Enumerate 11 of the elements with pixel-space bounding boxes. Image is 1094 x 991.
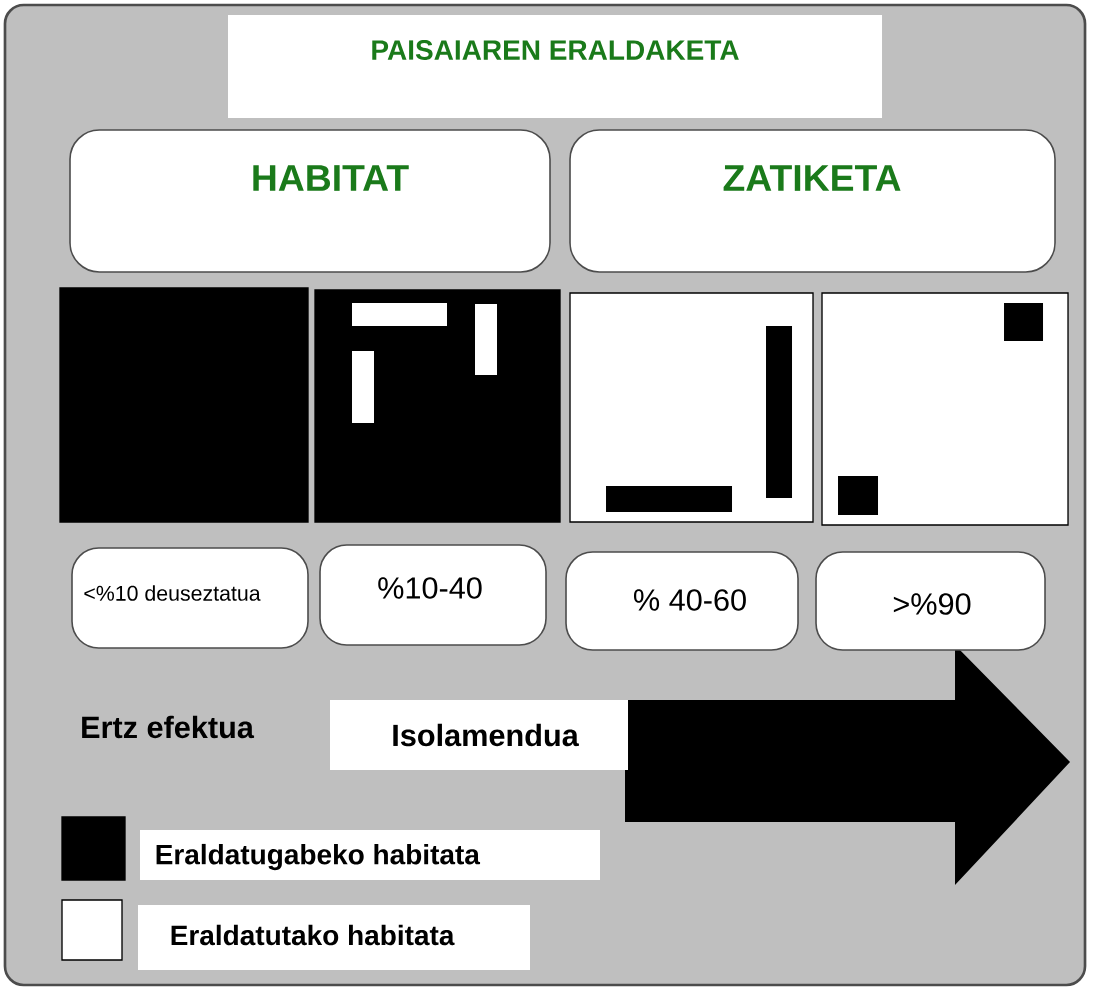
percentage-box: >%90 bbox=[815, 551, 1046, 651]
edge-label-text: Ertz efektua bbox=[82, 715, 255, 739]
title-box: PAISAIAREN ERALDAKETA bbox=[228, 15, 882, 118]
legend-text: Eraldatugabeko habitata bbox=[140, 830, 600, 880]
legend-text: Eraldatutako habitata bbox=[138, 905, 530, 970]
category-box: HABITAT bbox=[69, 129, 551, 273]
percentage-box: %10-40 bbox=[319, 544, 547, 646]
category-box: ZATIKETA bbox=[569, 129, 1056, 273]
label-box: Isolamendua bbox=[330, 700, 628, 770]
percentage-box: % 40-60 bbox=[565, 551, 799, 651]
percentage-box: <%10 deuseztatua bbox=[71, 547, 309, 649]
